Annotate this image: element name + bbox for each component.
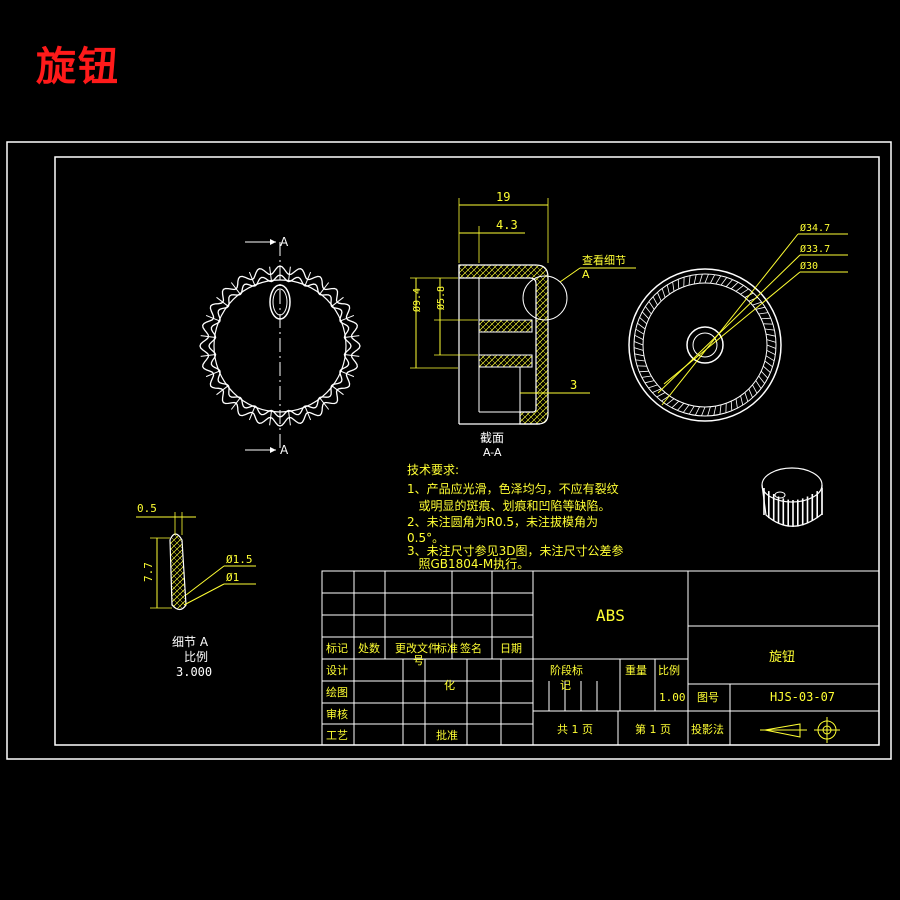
dim-d33-7: Ø33.7 [800, 243, 830, 255]
tb-part-name: 旋钮 [769, 650, 795, 665]
detail-a-view: 0.5 7.7 Ø1.5 Ø1 细节 A 比例 3.000 [136, 502, 256, 679]
tech-line-4: 0.5°。 [407, 531, 444, 545]
tb-standardize: 标准 [436, 641, 458, 655]
dim-d1: Ø1 [226, 571, 239, 584]
inner-border [54, 156, 880, 746]
tb-header-0: 标记 [326, 641, 348, 655]
tb-row-0: 设计 [326, 664, 348, 677]
tb-header-5: 日期 [500, 642, 522, 655]
title-block-text: ABS 旋钮 标记 处数 更改文件 号 签名 日期 设计 绘图 审核 工艺 标准… [326, 606, 835, 742]
iso-thumbnail [761, 467, 823, 527]
tb-drawing-no: HJS-03-07 [770, 690, 835, 704]
section-label-bottom: A [280, 443, 289, 457]
dim-4-3: 4.3 [496, 218, 518, 232]
detail-callout-letter: A [582, 268, 590, 281]
tb-header-3: 号 [413, 654, 424, 667]
tb-sheets-total: 共 1 页 [557, 723, 593, 736]
drawing-title: 旋钮 [36, 43, 120, 90]
tb-material: ABS [596, 606, 625, 625]
section-caption: 截面 [480, 431, 504, 445]
dim-d5-8: Ø5.8 [435, 286, 447, 310]
knurled-band-right [633, 273, 777, 417]
section-label-top: A [280, 235, 289, 249]
front-view: A A [199, 235, 361, 457]
tb-header-2: 更改文件 [395, 641, 439, 655]
knurled-rim-left [199, 265, 361, 427]
tb-approve: 批准 [436, 728, 458, 742]
detail-scale-label: 比例 [184, 650, 208, 664]
dim-7-7: 7.7 [142, 562, 155, 582]
tb-weight: 重量 [625, 663, 647, 677]
dim-d34-7: Ø34.7 [800, 222, 830, 234]
tb-sheet-no: 第 1 页 [635, 722, 671, 736]
tb-drawing-no-label: 图号 [697, 691, 719, 704]
detail-label: 细节 A [172, 635, 209, 649]
tb-scale-value: 1.00 [659, 691, 686, 704]
section-view: 查看细节 A 19 4.3 Ø9.4 Ø5.8 3 截面 A-A [410, 190, 636, 459]
tech-line-3: 2、未注圆角为R0.5，未注拔模角为 [407, 514, 598, 529]
tb-standardize-2: 化 [444, 678, 455, 692]
detail-scale-value: 3.000 [176, 665, 212, 679]
dim-3: 3 [570, 378, 577, 392]
tech-heading: 技术要求: [407, 463, 459, 477]
tb-header-4: 签名 [460, 641, 482, 655]
tech-line-6: 照GB1804-M执行。 [407, 557, 529, 571]
outer-border [6, 141, 892, 760]
tb-row-3: 工艺 [326, 729, 348, 742]
title-block [321, 570, 880, 746]
dim-d30: Ø30 [800, 260, 818, 272]
tb-scale: 比例 [658, 663, 680, 677]
tb-header-1: 处数 [358, 642, 380, 655]
dim-d1-5: Ø1.5 [226, 553, 253, 566]
tech-line-1: 1、产品应光滑，色泽均匀，不应有裂纹 [407, 481, 619, 496]
dim-d9-4: Ø9.4 [411, 288, 423, 312]
dim-0-5: 0.5 [137, 502, 157, 515]
dim-19: 19 [496, 190, 510, 204]
tech-line-2: 或明显的斑痕、划痕和凹陷等缺陷。 [407, 498, 610, 513]
tb-projection: 投影法 [691, 722, 724, 736]
tech-line-5: 3、未注尺寸参见3D图，未注尺寸公差参 [407, 543, 624, 558]
tb-row-2: 审核 [326, 707, 348, 721]
tech-requirements: 技术要求: 1、产品应光滑，色泽均匀，不应有裂纹 或明显的斑痕、划痕和凹陷等缺陷… [407, 463, 624, 571]
detail-callout: 查看细节 [582, 253, 626, 267]
tb-stage-mark-2: 记 [560, 679, 571, 692]
top-view: Ø34.7 Ø33.7 Ø30 [628, 222, 848, 422]
tb-stage-mark: 阶段标 [550, 663, 583, 677]
section-caption-sub: A-A [483, 446, 502, 459]
tb-row-1: 绘图 [326, 685, 348, 699]
